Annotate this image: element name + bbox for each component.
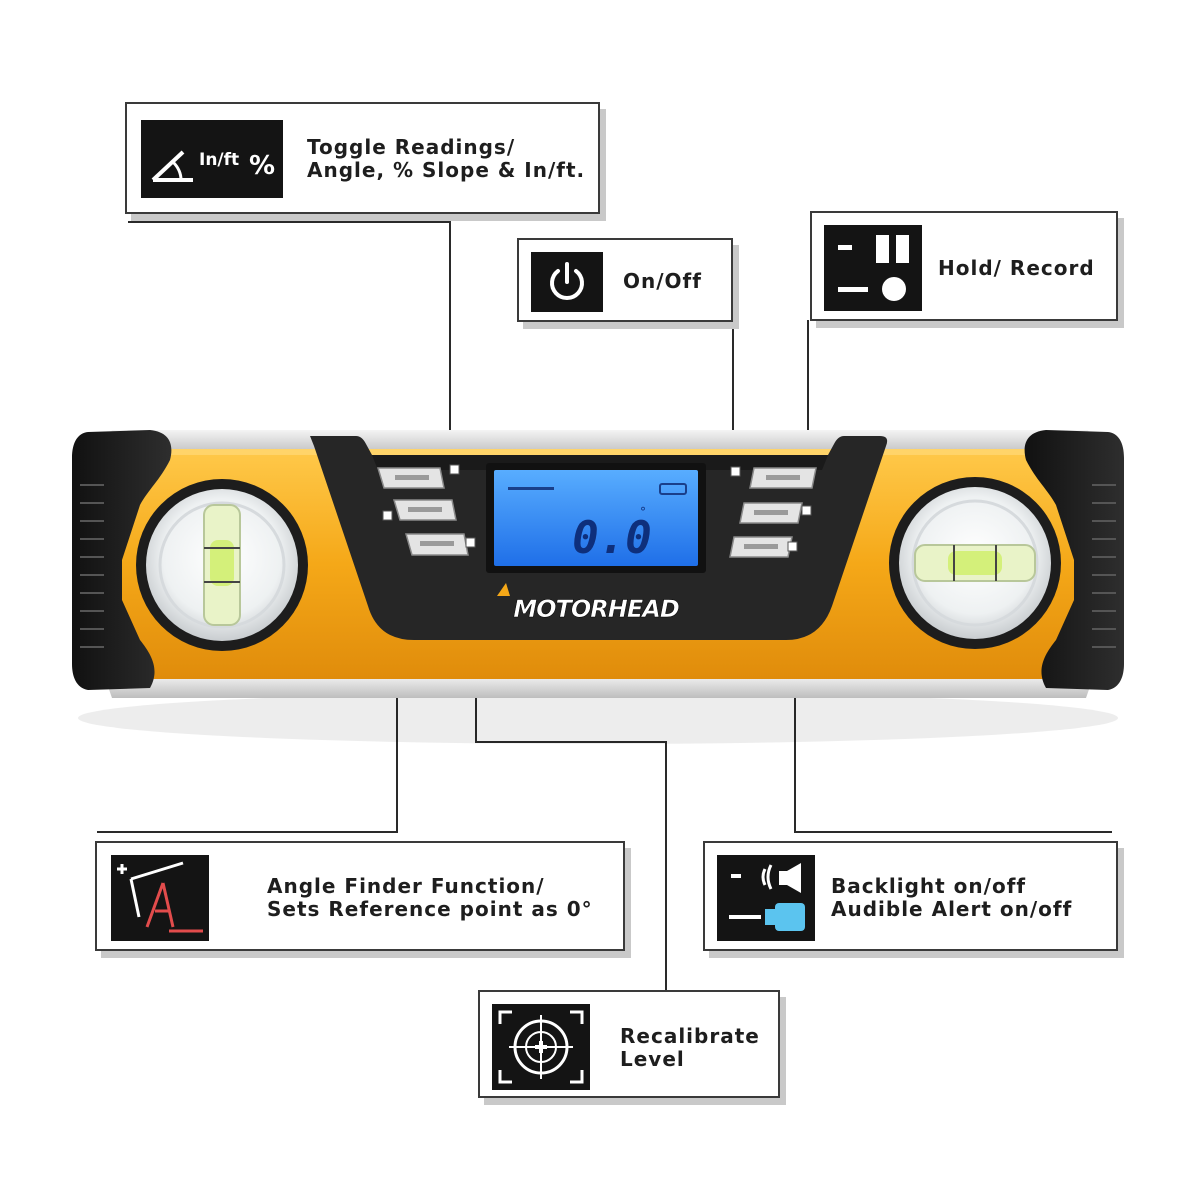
- indicator-dot-on-off: [730, 466, 741, 477]
- plumb-vial: [136, 479, 308, 651]
- callout-angle-finder: Angle Finder Function/ Sets Reference po…: [95, 841, 625, 951]
- recalibrate-label: Recalibrate Level: [620, 1024, 760, 1071]
- button-on-off[interactable]: [749, 467, 817, 489]
- svg-text:%: %: [249, 151, 275, 181]
- hold-record-label: Hold/ Record: [938, 256, 1095, 280]
- right-end-cap: [1024, 430, 1124, 690]
- power-icon: [531, 252, 603, 312]
- lcd-display: 0.0 °: [486, 463, 706, 573]
- angle-finder-icon: [111, 855, 209, 941]
- button-toggle-readings[interactable]: [376, 467, 445, 489]
- button-calibrate[interactable]: [405, 533, 469, 556]
- indicator-dot-hold: [801, 505, 812, 516]
- indicator-dot-calibrate: [465, 537, 476, 548]
- callout-backlight-alert: Backlight on/off Audible Alert on/off: [703, 841, 1118, 951]
- indicator-dot-backlight: [787, 541, 798, 552]
- angle-finder-label: Angle Finder Function/ Sets Reference po…: [267, 874, 593, 921]
- button-hold[interactable]: [739, 502, 803, 524]
- motorhead-logo: MOTORHEAD: [497, 583, 680, 623]
- toggle-readings-label: Toggle Readings/ Angle, % Slope & In/ft.: [307, 135, 586, 182]
- callout-hold-record: Hold/ Record: [810, 211, 1118, 321]
- svg-text:In/ft: In/ft: [199, 150, 239, 170]
- svg-text:°: °: [640, 505, 646, 519]
- hold-record-icon: [824, 225, 922, 311]
- lcd-reading: 0.0: [572, 513, 651, 564]
- calibrate-target-icon: [492, 1004, 590, 1090]
- angle-slope-icon: In/ft %: [141, 120, 283, 198]
- indicator-dot-reference: [382, 510, 393, 521]
- backlight-alert-icon: [717, 855, 815, 941]
- svg-text:MOTORHEAD: MOTORHEAD: [513, 595, 679, 623]
- level-vial: [889, 477, 1061, 649]
- callout-on-off: On/Off: [517, 238, 733, 322]
- button-reference[interactable]: [392, 499, 457, 521]
- on-off-label: On/Off: [623, 269, 702, 293]
- left-end-cap: [72, 430, 172, 690]
- callout-toggle-readings: In/ft % Toggle Readings/ Angle, % Slope …: [125, 102, 600, 214]
- backlight-alert-label: Backlight on/off Audible Alert on/off: [831, 874, 1073, 921]
- button-backlight-alert[interactable]: [729, 536, 793, 558]
- callout-recalibrate: Recalibrate Level: [478, 990, 780, 1098]
- indicator-dot-toggle: [449, 464, 460, 475]
